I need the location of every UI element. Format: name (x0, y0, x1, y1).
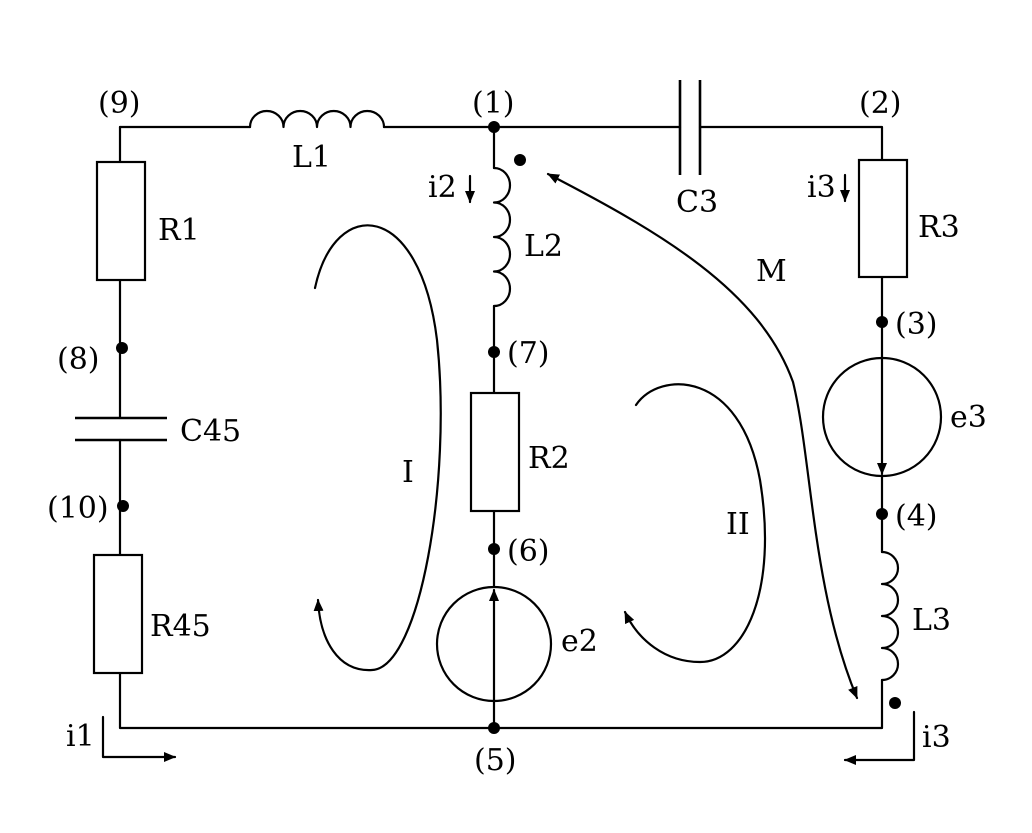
label-i3-bottom: i3 (922, 720, 951, 755)
node-label-4: (4) (895, 499, 938, 534)
label-i1: i1 (66, 719, 95, 754)
inductor-l1 (248, 109, 386, 129)
label-c3: C3 (676, 185, 718, 220)
node-label-2: (2) (859, 86, 902, 121)
resistor-r1 (95, 160, 147, 282)
label-r2: R2 (528, 441, 570, 476)
wire-left-bottom (118, 671, 884, 730)
node-label-3: (3) (895, 307, 938, 342)
node-dot-8 (116, 342, 128, 354)
node-dot-4 (876, 508, 888, 520)
label-l2: L2 (524, 229, 563, 264)
polarity-dot-l3 (889, 697, 901, 709)
loop-I-arrow (313, 224, 442, 672)
node-label-7: (7) (507, 336, 550, 371)
label-e2: e2 (561, 624, 598, 659)
resistor-r2 (469, 391, 521, 513)
current-arrow-i1 (101, 715, 177, 762)
node-dot-6 (488, 543, 500, 555)
label-r3: R3 (918, 210, 960, 245)
node-dot-7 (488, 346, 500, 358)
label-e3: e3 (950, 400, 987, 435)
current-arrow-i3-bottom (843, 710, 916, 765)
node-dot-10 (117, 500, 129, 512)
resistor-r45 (92, 553, 144, 675)
mutual-inductance-arrow (546, 172, 859, 700)
node-label-8: (8) (57, 342, 100, 377)
label-mutual-m: M (756, 254, 787, 289)
label-loop-I: I (402, 455, 414, 490)
label-i3-top: i3 (807, 170, 836, 205)
loop-II-arrow (623, 383, 767, 664)
node-label-6: (6) (507, 534, 550, 569)
node-label-10: (10) (47, 491, 109, 526)
node-dot-1 (488, 121, 500, 133)
label-l3: L3 (912, 603, 951, 638)
inductor-l2 (492, 166, 512, 308)
label-r1: R1 (158, 213, 200, 248)
polarity-dot-l2 (514, 154, 526, 166)
node-label-9: (9) (98, 86, 141, 121)
label-r45: R45 (150, 609, 211, 644)
resistor-r3 (857, 158, 909, 279)
label-l1: L1 (292, 140, 331, 175)
label-c45: C45 (180, 414, 241, 449)
node-dot-3 (876, 316, 888, 328)
inductor-l3 (880, 550, 900, 682)
node-label-1: (1) (472, 86, 515, 121)
label-loop-II: II (726, 507, 750, 542)
node-label-5: (5) (474, 743, 517, 778)
label-i2: i2 (428, 170, 457, 205)
wire-top-right (698, 125, 884, 162)
node-dot-5 (488, 722, 500, 734)
